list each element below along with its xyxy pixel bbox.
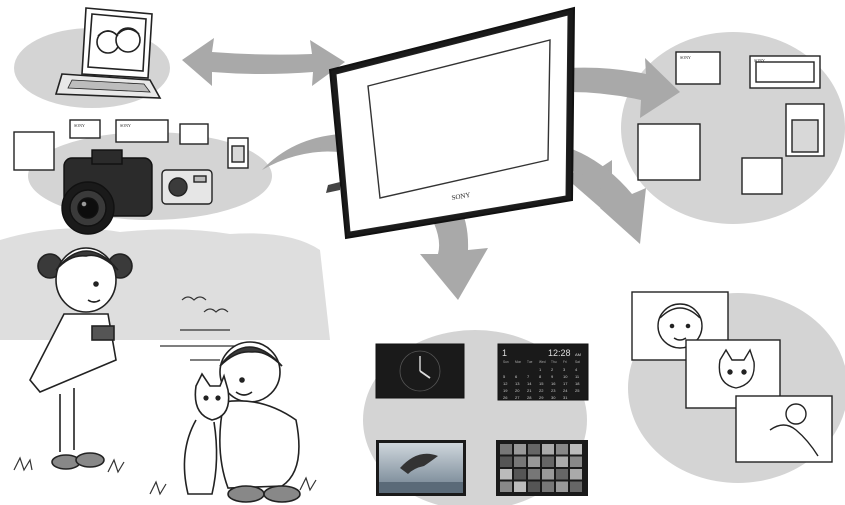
dolphin-photo-display: [376, 440, 466, 496]
calendar-day: 27: [515, 395, 520, 400]
calendar-day: 29: [539, 395, 544, 400]
calendar-day: 15: [539, 381, 544, 386]
thumbnail-tile: [500, 457, 512, 468]
calendar-day: 22: [539, 388, 544, 393]
calendar-day: 20: [515, 388, 520, 393]
memory-stick-brand-wide: SONY: [120, 123, 131, 128]
right-stick-brand-2: SONY: [754, 58, 765, 63]
clock-display: [376, 344, 464, 398]
calendar-day: 30: [551, 395, 556, 400]
calendar-day: 23: [551, 388, 556, 393]
compact-camera: [162, 170, 212, 204]
thumbnail-tile: [514, 482, 526, 493]
thumbnail-tile: [542, 469, 554, 480]
thumbnail-tile: [528, 469, 540, 480]
calendar-day: 17: [563, 381, 568, 386]
thumbnail-tile: [500, 482, 512, 493]
thumbnail-tile: [514, 444, 526, 455]
thumbnail-tile: [500, 469, 512, 480]
thumbnail-tile: [570, 482, 582, 493]
calendar-weekday-header: Fri: [563, 360, 567, 364]
boy-with-cat: [184, 342, 300, 502]
thumbnail-tile: [514, 469, 526, 480]
calendar-weekday-header: Wed: [539, 360, 546, 364]
laptop-frame-double-arrow: [182, 38, 345, 86]
thumbnail-index-display: [496, 440, 588, 496]
thumbnail-tile: [570, 457, 582, 468]
calendar-day: 25: [575, 388, 580, 393]
calendar-day: 21: [527, 388, 532, 393]
thumbnail-tile: [528, 482, 540, 493]
thumbnail-tile: [528, 457, 540, 468]
thumbnail-tile: [570, 469, 582, 480]
thumbnail-tile: [528, 444, 540, 455]
thumbnail-tile: [570, 444, 582, 455]
calendar-day: 18: [575, 381, 580, 386]
calendar-day: 16: [551, 381, 556, 386]
thumbnail-tile: [556, 457, 568, 468]
calendar-clock-text: 12:28: [548, 348, 571, 358]
memory-stick-brand-small: SONY: [74, 123, 85, 128]
calendar-weekday-header: Sat: [575, 360, 580, 364]
thumbnail-tile: [556, 469, 568, 480]
thumbnail-tile: [556, 444, 568, 455]
calendar-day: 26: [503, 395, 508, 400]
calendar-day: 10: [563, 374, 568, 379]
photo-frame: [326, 8, 574, 238]
calendar-am-pm: AM: [575, 352, 581, 357]
calendar-day: 24: [563, 388, 568, 393]
thumbnail-tile: [542, 457, 554, 468]
calendar-day: 31: [563, 395, 568, 400]
calendar-day: 28: [527, 395, 532, 400]
calendar-day: 12: [503, 381, 508, 386]
thumbnail-tile: [542, 444, 554, 455]
calendar-weekday-header: Sun: [503, 360, 509, 364]
calendar-weekday-header: Mon: [515, 360, 521, 364]
calendar-day: 13: [515, 381, 520, 386]
thumbnail-tile: [500, 444, 512, 455]
calendar-weekday-header: Tue: [527, 360, 533, 364]
thumbnail-tile: [514, 457, 526, 468]
calendar-day: 19: [503, 388, 508, 393]
thumbnail-tile: [542, 482, 554, 493]
calendar-weekday-header: Thu: [551, 360, 557, 364]
thumbnail-tile: [556, 482, 568, 493]
calendar-month-number: 1: [502, 348, 507, 358]
calendar-day: 14: [527, 381, 532, 386]
right-stick-brand-1: SONY: [680, 55, 691, 60]
sky-cloud-band: [0, 228, 330, 340]
dslr-camera: [62, 150, 152, 234]
